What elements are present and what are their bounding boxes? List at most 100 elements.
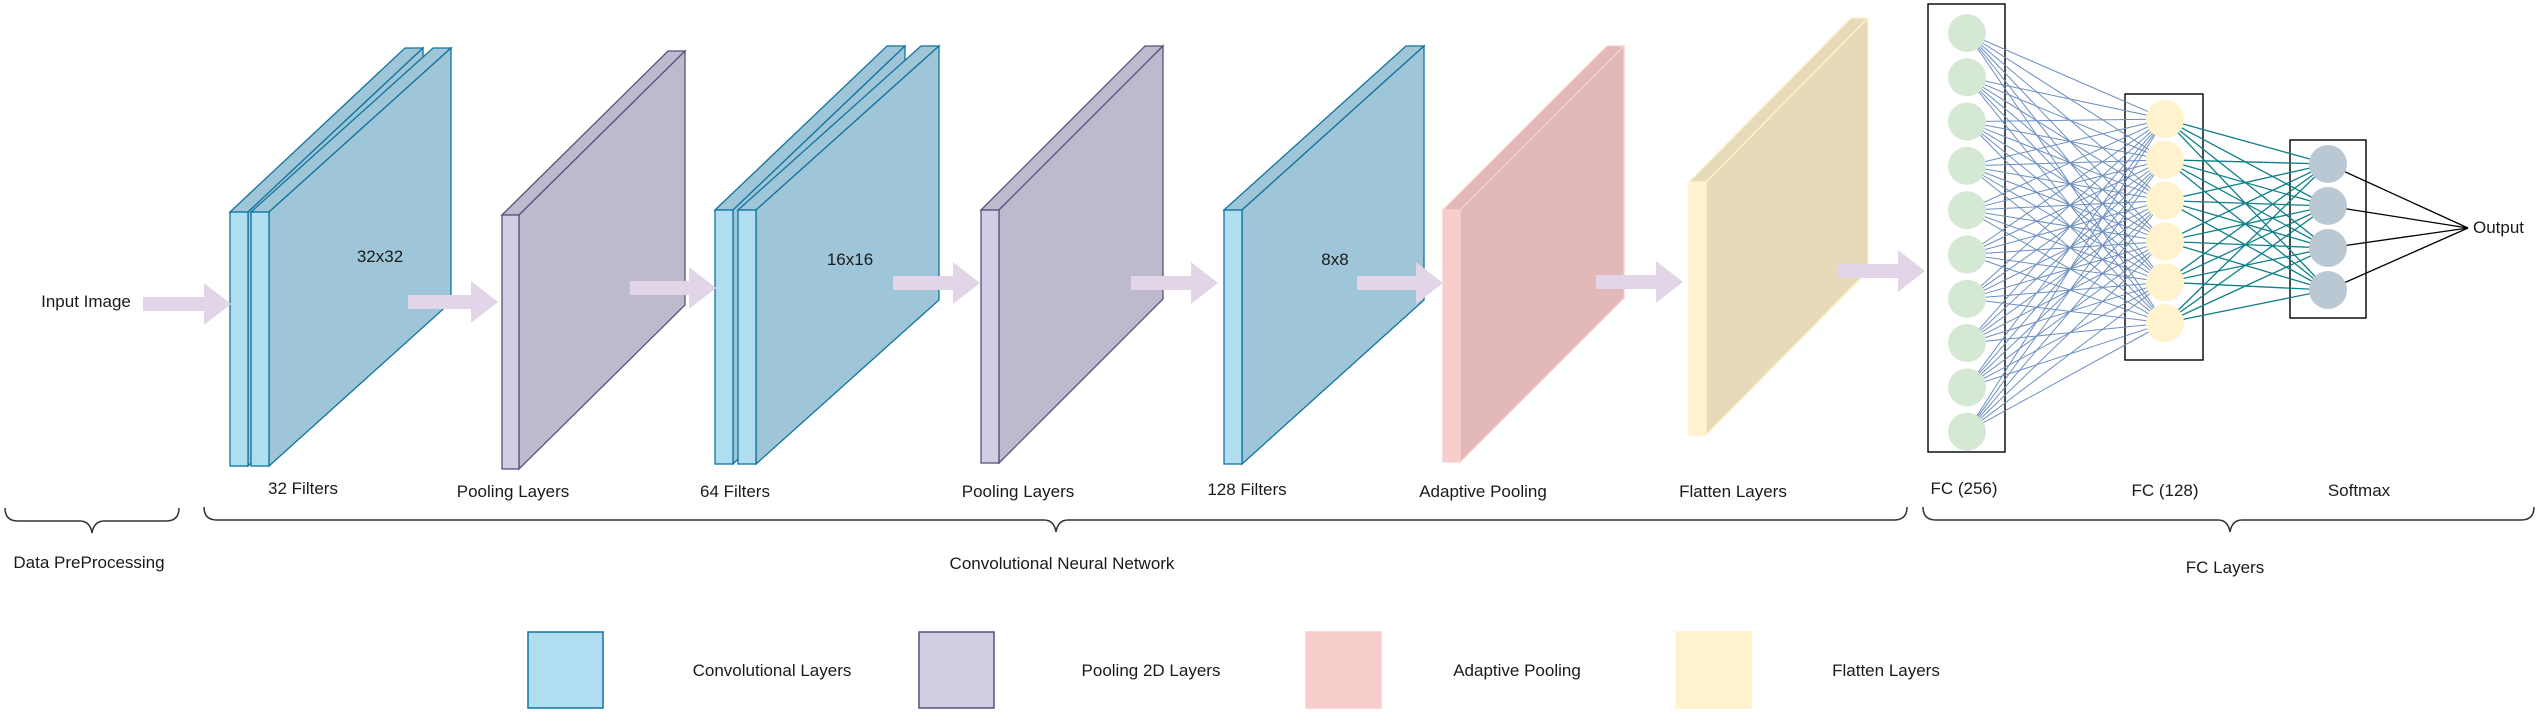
flatten-block-side <box>1705 16 1869 437</box>
edge-fc1-fc2 <box>1966 281 2166 344</box>
edge-fc1-fc2 <box>1966 32 2166 324</box>
fc2-node <box>2146 140 2184 179</box>
edge-fc1-fc2 <box>1966 159 2166 255</box>
fc1-node <box>1948 14 1986 52</box>
edge-fc1-fc2 <box>1966 121 2166 202</box>
edge-fc1-fc2 <box>1966 121 2166 161</box>
fc1-node <box>1948 191 1986 230</box>
fc1-caption: FC (256) <box>1930 479 1997 498</box>
edge-fc1-fc2 <box>1966 32 2166 242</box>
edge-fc1-fc2 <box>1966 165 2166 242</box>
fc-brace <box>1922 506 2535 533</box>
edge-fc1-fc2 <box>1966 254 2166 283</box>
edge-fc1-fc2 <box>1966 200 2166 344</box>
edge-fc1-fc2 <box>1966 159 2166 300</box>
pool1-block <box>500 49 687 471</box>
edge-fc2-softmax <box>2164 205 2329 324</box>
edge-fc2-softmax <box>2164 289 2329 324</box>
edge-fc1-fc2 <box>1966 121 2166 324</box>
conv3-size-label: 8x8 <box>1321 250 1348 269</box>
pool1-block-side <box>518 49 686 471</box>
flatten-block-front <box>1688 181 1707 436</box>
edge-softmax-output <box>2327 163 2469 229</box>
adaptive-pooling-caption: Adaptive Pooling <box>1419 482 1547 501</box>
arrow-conv2-to-pool2 <box>893 262 980 304</box>
edge-fc1-fc2 <box>1966 159 2166 211</box>
legend-label-pooling: Pooling 2D Layers <box>1082 661 1221 680</box>
edge-fc1-fc2 <box>1966 322 2166 344</box>
preprocessing-brace <box>4 507 180 534</box>
adaptive-pooling-block-front <box>1442 209 1461 463</box>
conv3-block-front <box>1223 209 1243 465</box>
edge-fc1-fc2 <box>1966 200 2166 433</box>
fc1-node <box>1948 412 1986 451</box>
legend-label-adaptive: Adaptive Pooling <box>1453 661 1581 680</box>
arrow-flatten-to-fc <box>1837 250 1925 292</box>
conv2-block-b <box>736 44 941 466</box>
fc2-node <box>2146 304 2184 342</box>
edge-fc1-fc2 <box>1966 76 2166 202</box>
edge-fc2-softmax <box>2164 163 2329 242</box>
legend-label-flatten: Flatten Layers <box>1832 661 1940 680</box>
arrow-input-to-conv1 <box>143 283 231 325</box>
cnn-brace <box>203 506 1908 533</box>
arrow-pool2-to-conv3 <box>1131 262 1218 304</box>
edge-fc1-fc2 <box>1966 118 2166 123</box>
arrow-conv1-to-pool1 <box>408 281 498 323</box>
pool1-block-front <box>501 214 520 470</box>
edge-fc1-fc2 <box>1966 121 2166 242</box>
pool1-caption: Pooling Layers <box>457 482 569 501</box>
edge-fc1-fc2 <box>1966 240 2166 255</box>
edge-fc1-fc2 <box>1966 121 2166 283</box>
edge-fc1-fc2 <box>1966 118 2166 255</box>
flatten-caption: Flatten Layers <box>1679 482 1787 501</box>
edge-fc1-fc2 <box>1966 118 2166 211</box>
conv1-block-b <box>249 46 453 468</box>
arrow-adaptive-to-flatten <box>1596 261 1683 303</box>
fc2-node <box>2146 263 2184 302</box>
edge-fc1-fc2 <box>1966 240 2166 300</box>
edge-fc1-fc2 <box>1966 165 2166 202</box>
softmax-node <box>2309 187 2347 225</box>
legend-label-convolutional: Convolutional Layers <box>693 661 852 680</box>
fc1-node <box>1948 58 1986 97</box>
conv1-block-b-front <box>250 211 270 467</box>
edge-fc1-fc2 <box>1966 159 2166 344</box>
fc1-node <box>1948 324 1986 363</box>
softmax-caption: Softmax <box>2328 481 2391 500</box>
edge-fc1-fc2 <box>1966 240 2166 388</box>
arrow-pool1-to-conv2 <box>630 267 716 309</box>
input-image-label: Input Image <box>41 292 131 311</box>
edge-fc2-softmax <box>2164 118 2329 165</box>
fc2-node <box>2146 222 2184 261</box>
edge-fc1-fc2 <box>1966 281 2166 300</box>
fc2-caption: FC (128) <box>2131 481 2198 500</box>
fc-group-label: FC Layers <box>2186 558 2264 577</box>
legend-swatch-adaptive <box>1305 631 1382 709</box>
fc1-node <box>1948 368 1986 407</box>
edge-fc1-fc2 <box>1966 240 2166 344</box>
arrow-conv3-to-adaptive <box>1357 262 1443 304</box>
edge-fc1-fc2 <box>1966 118 2166 300</box>
conv1-block-a-front <box>229 211 249 467</box>
edge-fc2-softmax <box>2164 247 2329 324</box>
edge-fc1-fc2 <box>1966 200 2166 211</box>
edge-fc1-fc2 <box>1966 165 2166 283</box>
edge-fc1-fc2 <box>1966 200 2166 300</box>
conv3-caption: 128 Filters <box>1207 480 1286 499</box>
edge-fc1-fc2 <box>1966 165 2166 324</box>
edge-fc1-fc2 <box>1966 200 2166 255</box>
fc-connections <box>1927 3 2469 453</box>
adaptive-pooling-block <box>1441 44 1626 464</box>
edge-fc1-fc2 <box>1966 118 2166 344</box>
edge-fc1-fc2 <box>1966 76 2166 242</box>
fc-nodes <box>1948 14 2347 451</box>
edge-fc1-fc2 <box>1966 159 2166 432</box>
edge-fc1-fc2 <box>1966 76 2166 283</box>
softmax-node <box>2309 271 2347 309</box>
conv2-size-label: 16x16 <box>827 250 873 269</box>
fc2-node <box>2146 100 2184 138</box>
edge-fc1-fc2 <box>1966 209 2166 324</box>
edge-fc1-fc2 <box>1966 209 2166 242</box>
